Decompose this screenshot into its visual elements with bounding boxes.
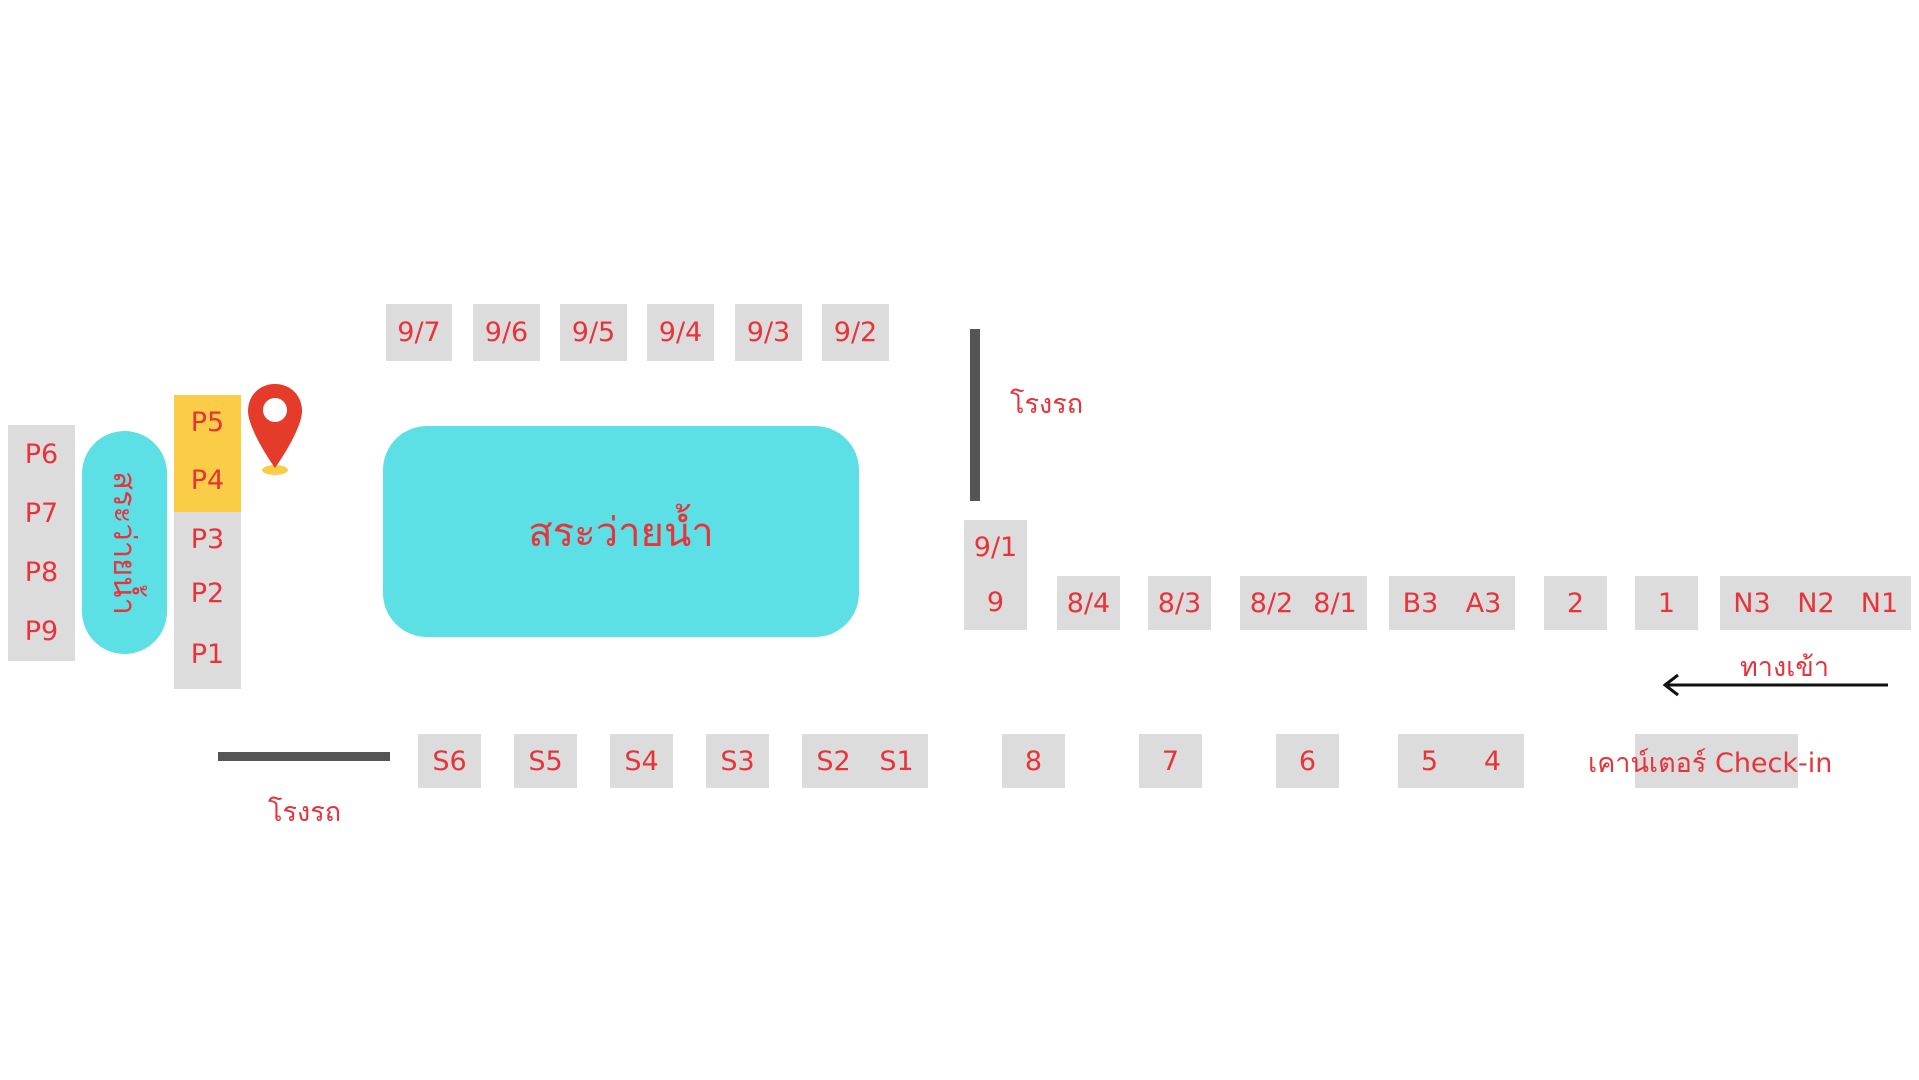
unit-p2[interactable]: P2 <box>174 566 241 620</box>
unit-n3[interactable]: N3 <box>1720 576 1784 630</box>
unit-b3[interactable]: B3 <box>1389 576 1452 630</box>
unit-a3[interactable]: A3 <box>1452 576 1515 630</box>
side-pool-label: สระว่ายน้ำ <box>105 470 142 615</box>
unit-9-1[interactable]: 9/1 <box>964 520 1027 575</box>
unit-p4[interactable]: P4 <box>174 449 241 512</box>
checkin-label: เคาน์เตอร์ Check-in <box>1588 748 1833 779</box>
unit-4[interactable]: 4 <box>1461 734 1524 788</box>
unit-2[interactable]: 2 <box>1544 576 1607 630</box>
unit-9-5[interactable]: 9/5 <box>560 304 627 361</box>
garage-bar-bottom <box>218 752 390 761</box>
unit-s6[interactable]: S6 <box>418 734 481 788</box>
unit-p7[interactable]: P7 <box>8 484 75 543</box>
unit-s1[interactable]: S1 <box>865 734 928 788</box>
map-pin-icon <box>248 384 302 475</box>
main-pool: สระว่ายน้ำ <box>383 426 859 637</box>
entrance-label: ทางเข้า <box>1740 652 1829 683</box>
unit-8[interactable]: 8 <box>1002 734 1065 788</box>
unit-s4[interactable]: S4 <box>610 734 673 788</box>
garage-label-bottom: โรงรถ <box>268 797 342 828</box>
unit-9-2[interactable]: 9/2 <box>822 304 889 361</box>
unit-7[interactable]: 7 <box>1139 734 1202 788</box>
unit-n2[interactable]: N2 <box>1784 576 1848 630</box>
main-pool-label: สระว่ายน้ำ <box>528 509 714 556</box>
unit-8-1[interactable]: 8/1 <box>1303 576 1367 630</box>
unit-p6[interactable]: P6 <box>8 425 75 484</box>
unit-p9[interactable]: P9 <box>8 602 75 661</box>
garage-label-top: โรงรถ <box>1010 389 1084 420</box>
unit-9[interactable]: 9 <box>964 575 1027 630</box>
unit-s2[interactable]: S2 <box>802 734 865 788</box>
side-pool: สระว่ายน้ำ <box>82 431 167 654</box>
garage-bar-top <box>970 329 980 501</box>
unit-9-7[interactable]: 9/7 <box>386 304 452 361</box>
unit-p1[interactable]: P1 <box>174 620 241 689</box>
unit-9-6[interactable]: 9/6 <box>473 304 540 361</box>
unit-p8[interactable]: P8 <box>8 543 75 602</box>
unit-n1[interactable]: N1 <box>1848 576 1911 630</box>
unit-8-2[interactable]: 8/2 <box>1240 576 1303 630</box>
unit-9-3[interactable]: 9/3 <box>735 304 802 361</box>
checkin-counter[interactable] <box>1635 734 1798 788</box>
arrow-left-icon <box>1662 673 1888 697</box>
unit-p3[interactable]: P3 <box>174 512 241 566</box>
unit-s5[interactable]: S5 <box>514 734 577 788</box>
unit-1[interactable]: 1 <box>1635 576 1698 630</box>
unit-5[interactable]: 5 <box>1398 734 1461 788</box>
unit-9-4[interactable]: 9/4 <box>647 304 714 361</box>
unit-6[interactable]: 6 <box>1276 734 1339 788</box>
unit-p5[interactable]: P5 <box>174 395 241 449</box>
unit-8-3[interactable]: 8/3 <box>1148 576 1211 630</box>
unit-8-4[interactable]: 8/4 <box>1057 576 1120 630</box>
unit-s3[interactable]: S3 <box>706 734 769 788</box>
